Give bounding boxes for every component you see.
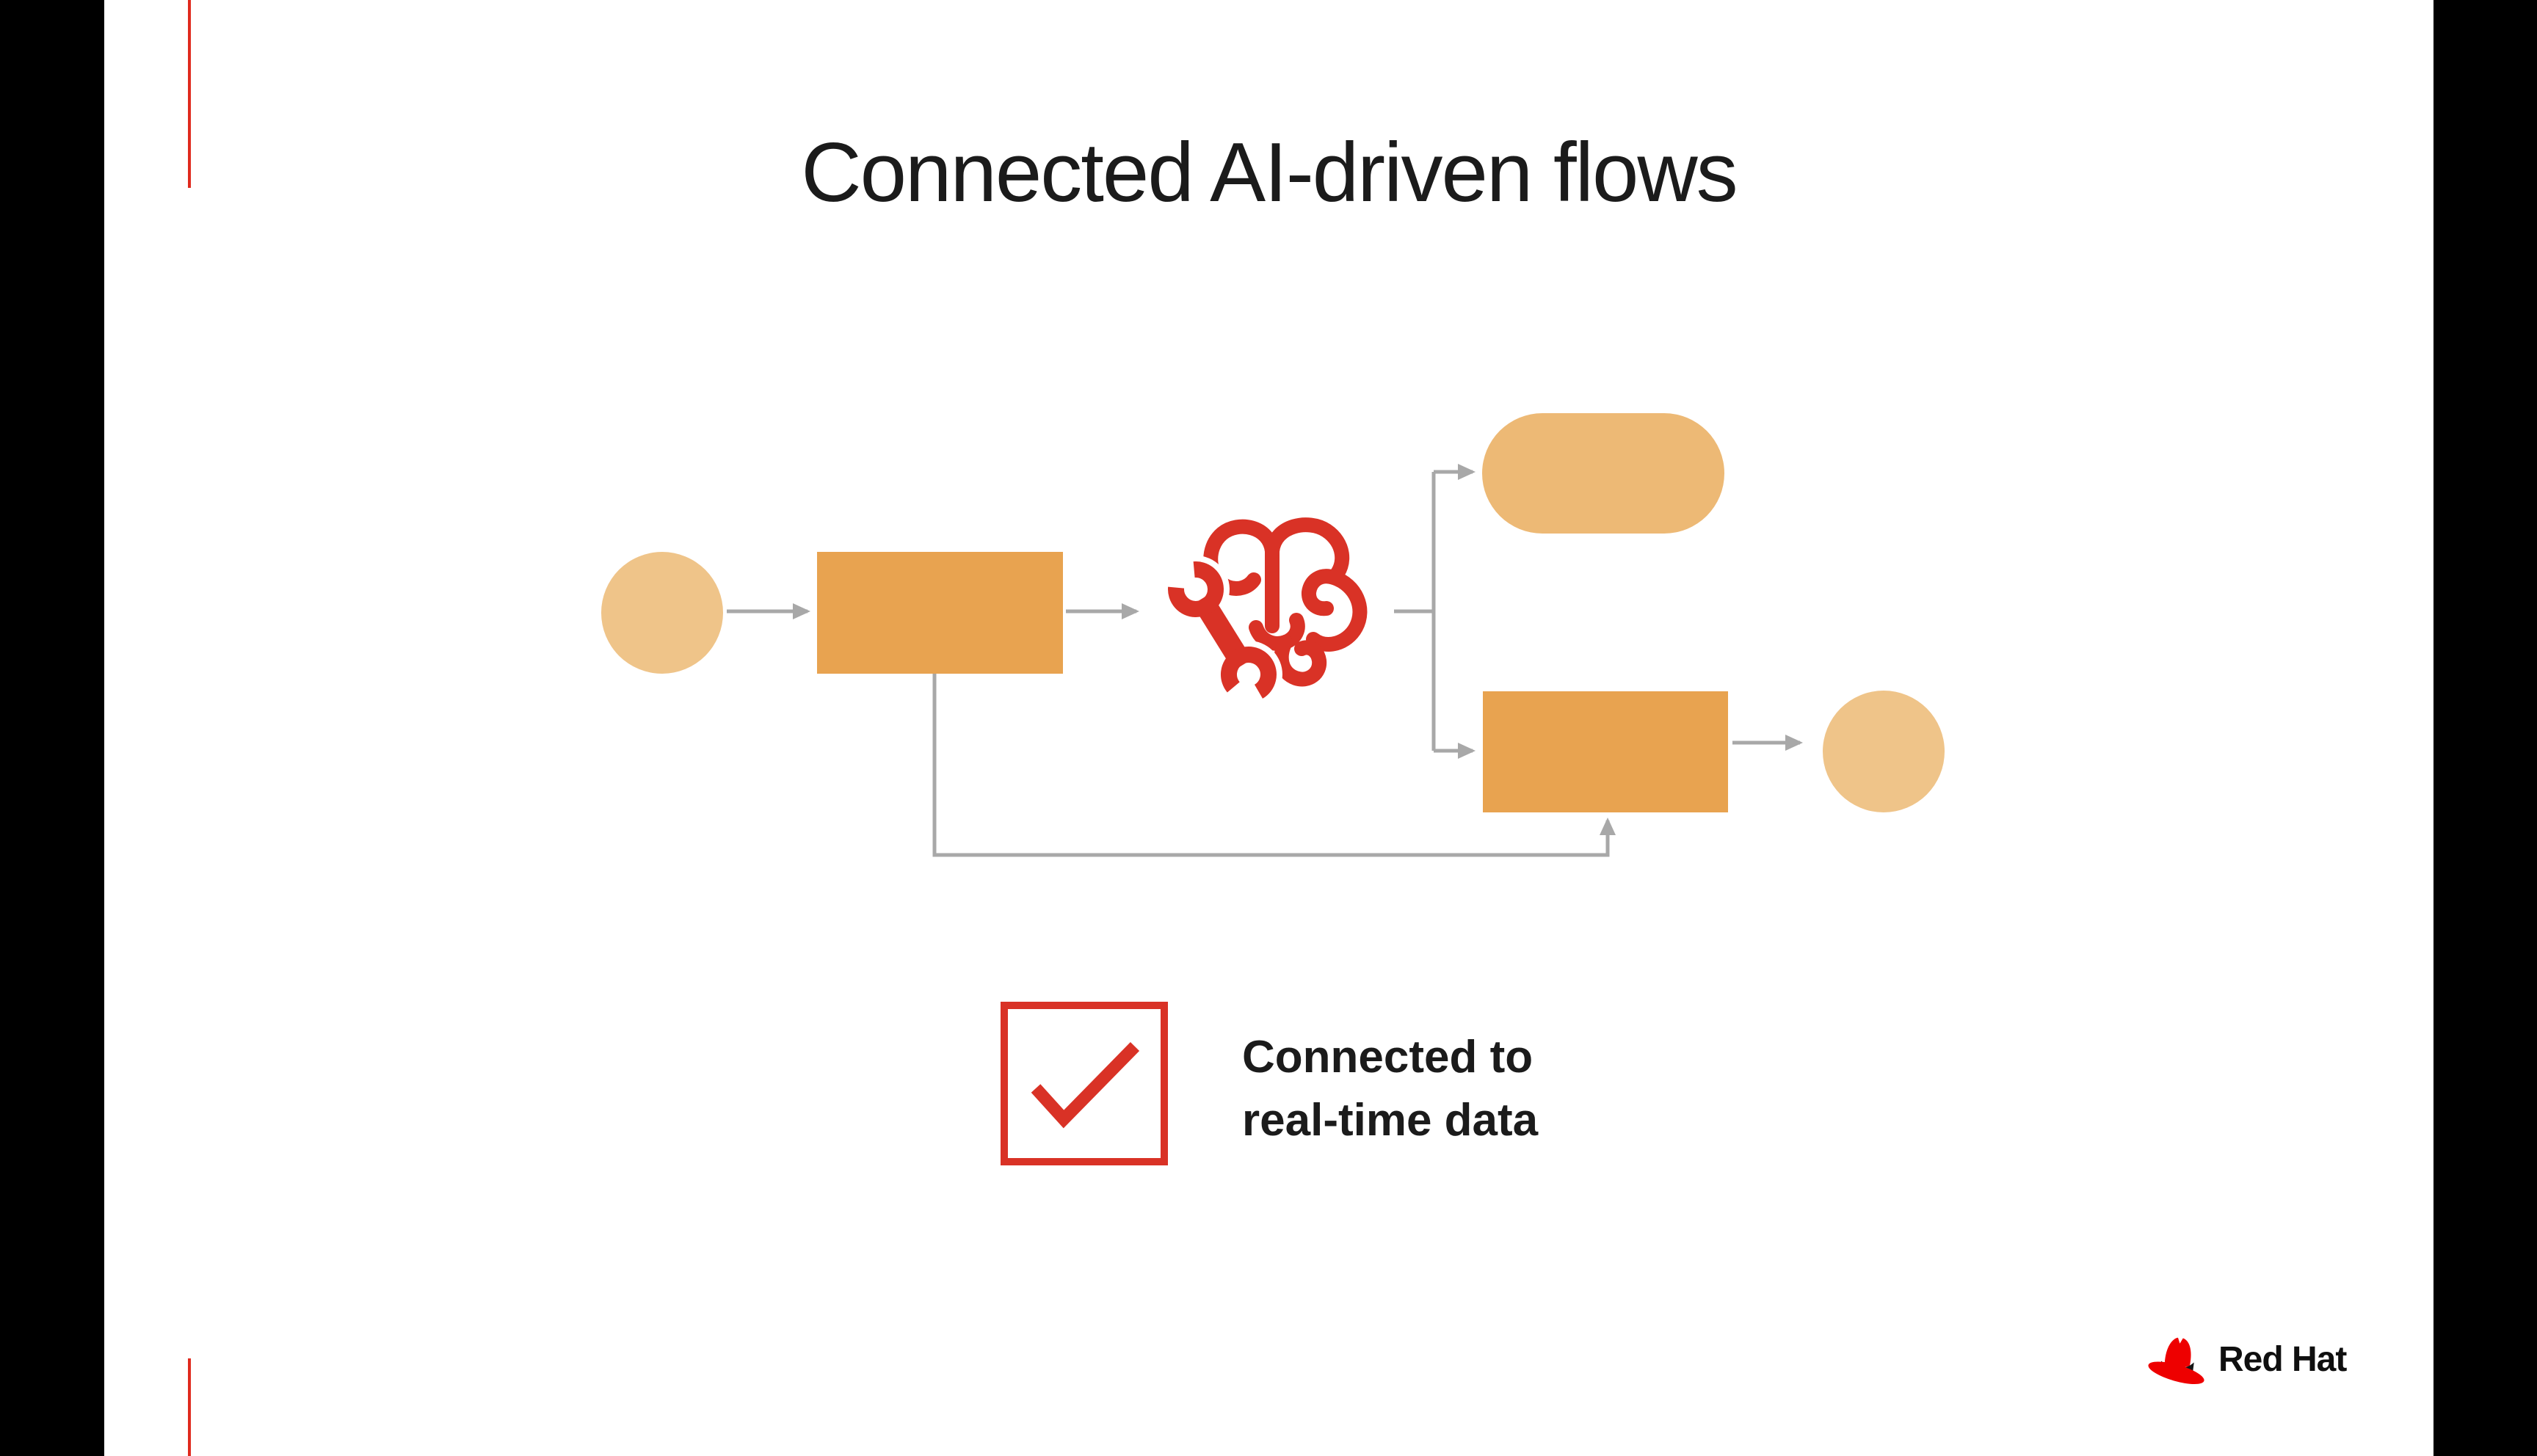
process-rectangle-2-node — [1483, 691, 1728, 812]
feedback-connector — [932, 674, 1616, 857]
slide-background — [104, 0, 2433, 1456]
page-title: Connected AI-driven flows — [801, 126, 1738, 219]
accent-line-bottom — [188, 1358, 191, 1456]
logo-wordmark: Red Hat — [2218, 1339, 2347, 1379]
caption-line-2: real-time data — [1242, 1095, 1539, 1146]
fedora-hat-icon — [2148, 1337, 2204, 1385]
checkmark-icon — [1031, 1042, 1140, 1129]
checkbox-border — [1001, 1002, 1168, 1165]
wrench-icon — [1162, 556, 1282, 704]
caption-line-1: Connected to — [1242, 1032, 1534, 1082]
process-rectangle-node — [817, 552, 1063, 674]
checkbox-checked-icon — [1001, 1002, 1168, 1165]
output-pill-node — [1482, 413, 1724, 534]
input-circle-node — [601, 552, 723, 674]
red-hat-logo: Red Hat — [2145, 1333, 2347, 1386]
caption: Connected to real-time data — [1242, 1026, 1538, 1152]
output-circle-node — [1823, 691, 1945, 812]
brain-icon — [1162, 517, 1368, 704]
accent-line-top — [188, 0, 191, 188]
